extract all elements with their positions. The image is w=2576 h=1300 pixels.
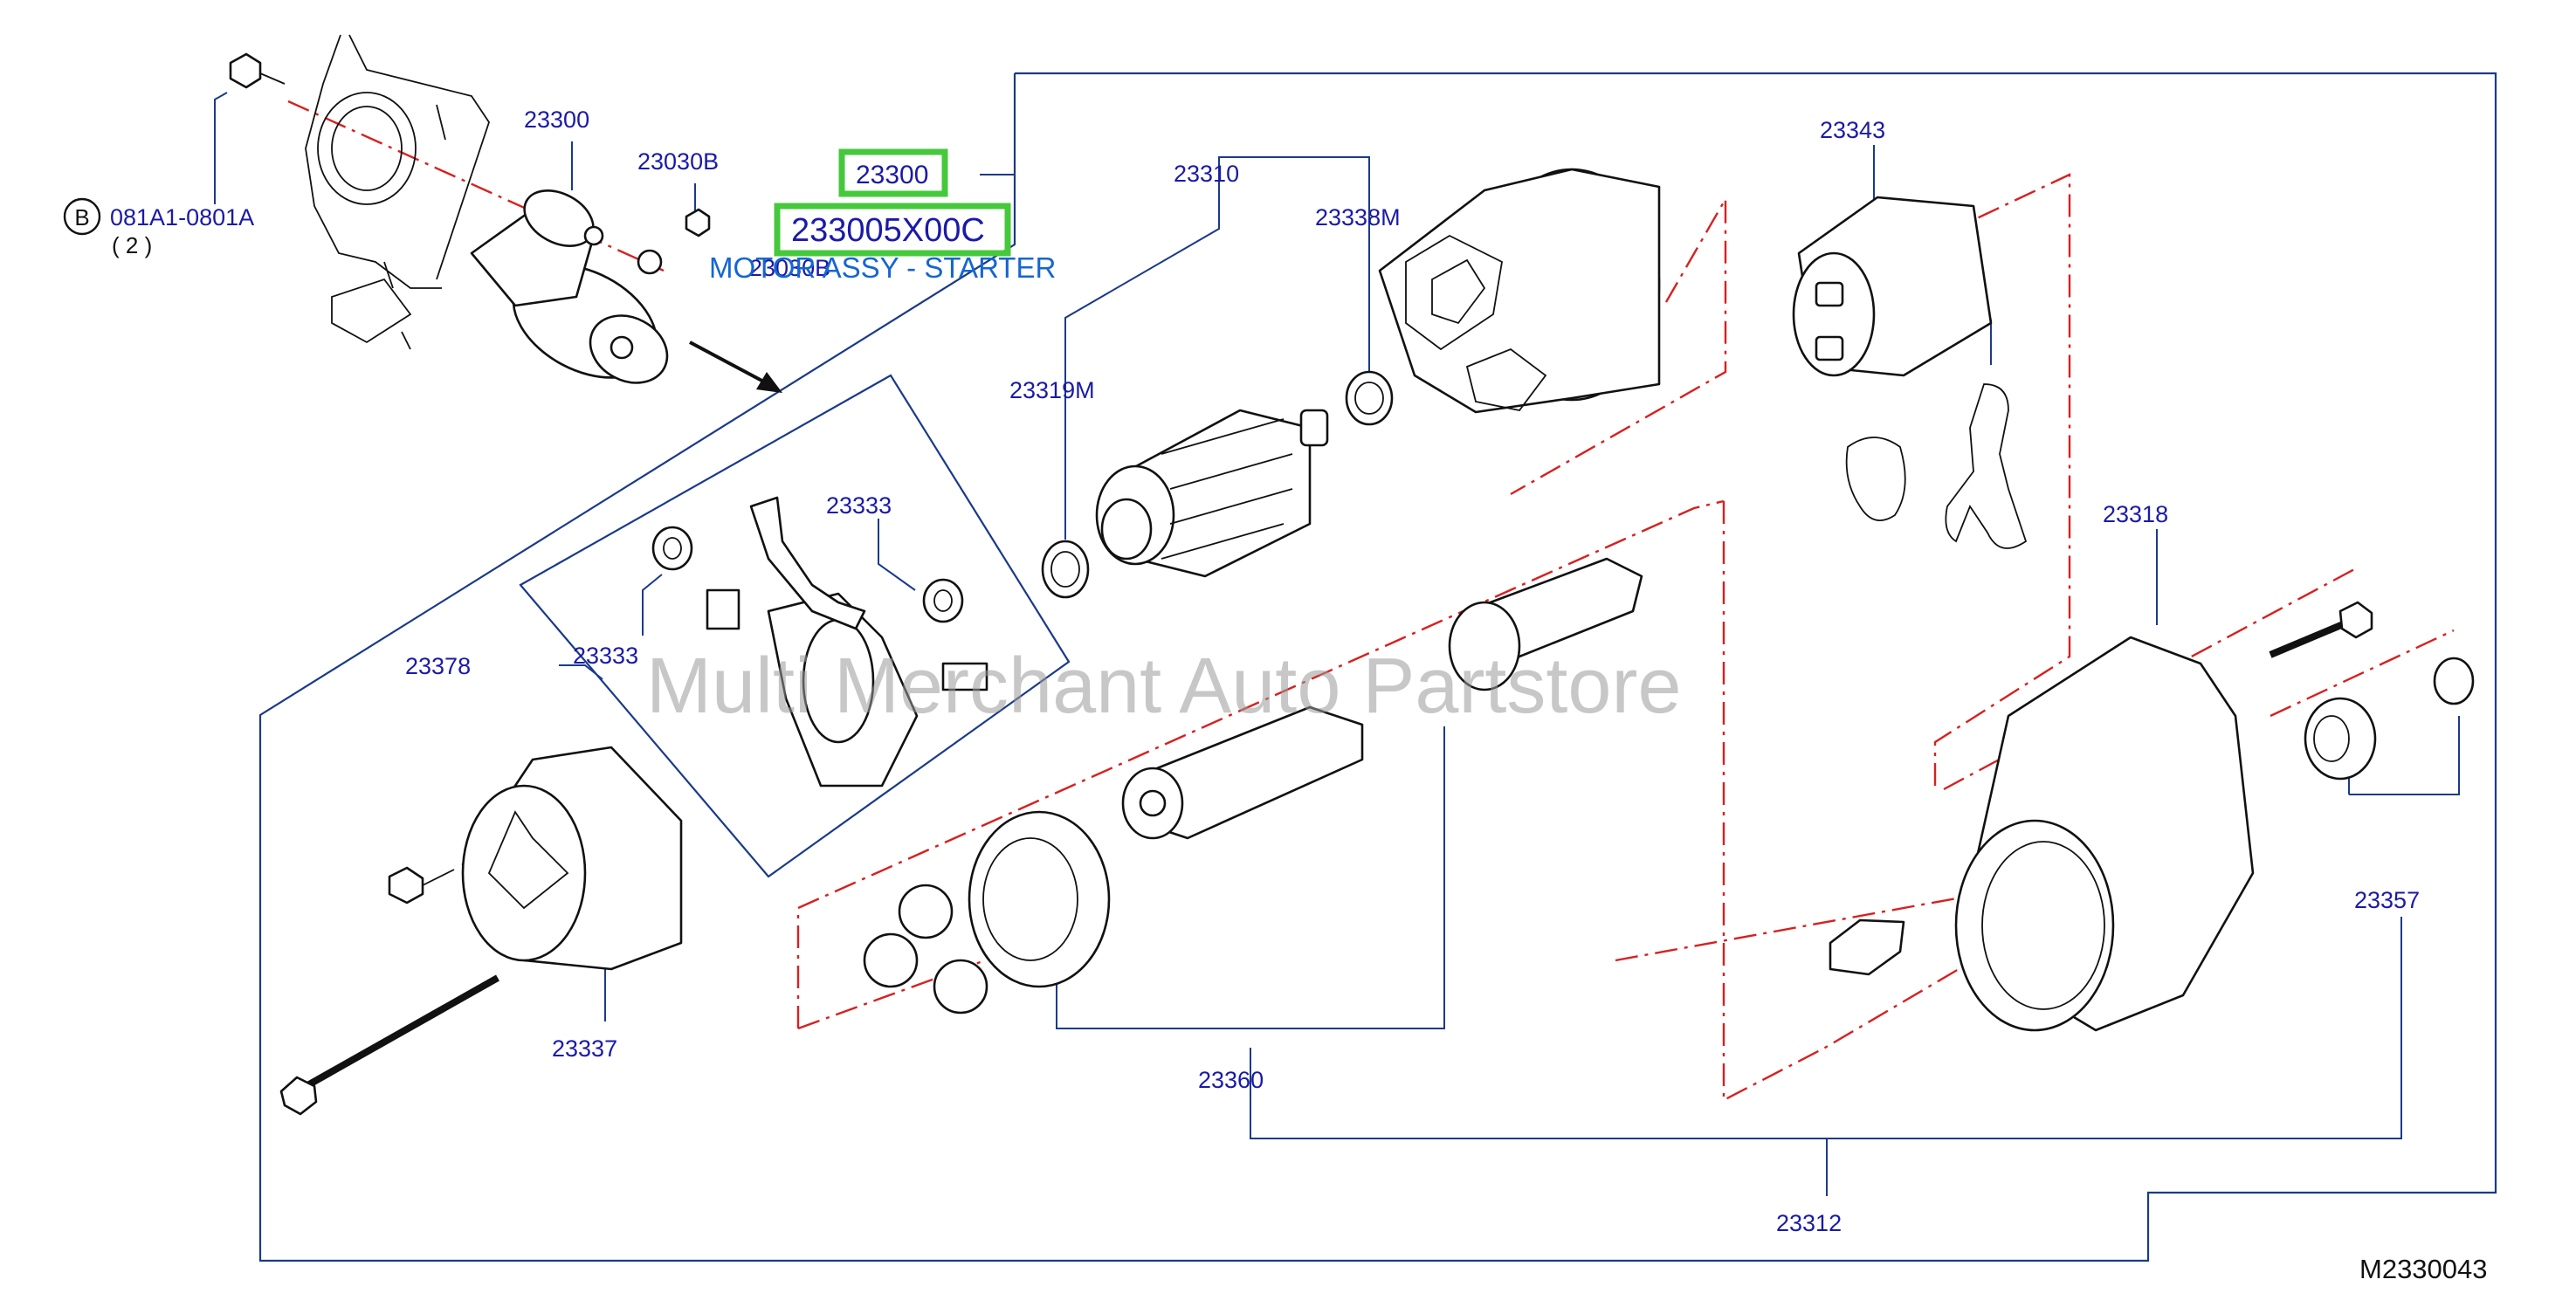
- solenoid-clips-drawing: [1845, 383, 2028, 549]
- solenoid-switch-drawing: [1792, 196, 1993, 377]
- label-23337[interactable]: 23337: [552, 1035, 617, 1062]
- gear-case-drawing: [1829, 636, 2255, 1032]
- label-23030b-overlap[interactable]: 23030B: [749, 255, 830, 281]
- highlight-oem-no: 233005X00C: [791, 212, 985, 249]
- starter-motor-installed-drawing: [470, 189, 669, 384]
- planetary-gear-drawing: [863, 810, 1111, 1015]
- watermark: Multi Merchant Auto Partstore: [646, 643, 1682, 730]
- bolt-23030b-drawing: [229, 52, 711, 275]
- label-23030b[interactable]: 23030B: [637, 148, 719, 175]
- highlight-box-part-no: [838, 148, 948, 197]
- brush-spring-drawing: [651, 526, 964, 623]
- bolt-ref-symbol: B: [74, 204, 89, 230]
- bolt-ref-symbol-circle: [63, 197, 101, 236]
- label-23378[interactable]: 23378: [405, 653, 471, 679]
- label-23310[interactable]: 23310: [1174, 161, 1239, 187]
- label-23338m[interactable]: 23338M: [1315, 204, 1401, 230]
- armature-drawing: [1095, 409, 1329, 578]
- label-23312[interactable]: 23312: [1776, 1210, 1842, 1236]
- yoke-housing-drawing: [1378, 168, 1661, 414]
- brush-holder-frame: [519, 374, 1071, 878]
- label-23360[interactable]: 23360: [1198, 1067, 1264, 1093]
- label-23333-lower[interactable]: 23333: [573, 643, 638, 669]
- bolt-reference[interactable]: B 081A1-0801A ( 2 ): [63, 197, 254, 258]
- engine-bracket-drawing: [305, 34, 490, 350]
- pinion-shaft-drawing: [1121, 557, 1643, 840]
- bolt-ref-qty: ( 2 ): [112, 232, 152, 258]
- part-labels: 23300 23030B 23030B 23310 23338M 23319M …: [405, 107, 2420, 1236]
- label-23319m[interactable]: 23319M: [1009, 377, 1095, 403]
- label-23300[interactable]: 23300: [524, 107, 589, 133]
- bolt-ref-code: 081A1-0801A: [110, 204, 254, 230]
- through-bolt-drawing: [279, 974, 499, 1116]
- assembly-frame: [258, 72, 2497, 1262]
- highlighted-part[interactable]: 23300 233005X00C MOTOR ASSY - STARTER: [709, 148, 1056, 284]
- bearing-drawing: [1041, 370, 1394, 599]
- diagram-code: M2330043: [2359, 1254, 2488, 1284]
- highlight-description: MOTOR ASSY - STARTER: [709, 251, 1056, 284]
- direction-arrow: [689, 340, 782, 393]
- label-23318[interactable]: 23318: [2103, 501, 2168, 527]
- pinion-gear-drawing: [2269, 601, 2475, 781]
- highlight-part-no: 23300: [856, 161, 928, 189]
- rear-cover-drawing: [388, 746, 683, 971]
- exploded-guides: [287, 100, 2455, 1102]
- label-23343[interactable]: 23343: [1820, 117, 1885, 143]
- highlight-box-oem-no: [774, 203, 1011, 257]
- label-23357[interactable]: 23357: [2354, 887, 2420, 913]
- brush-holder-drawing: [706, 496, 988, 788]
- label-23333-upper[interactable]: 23333: [826, 492, 892, 519]
